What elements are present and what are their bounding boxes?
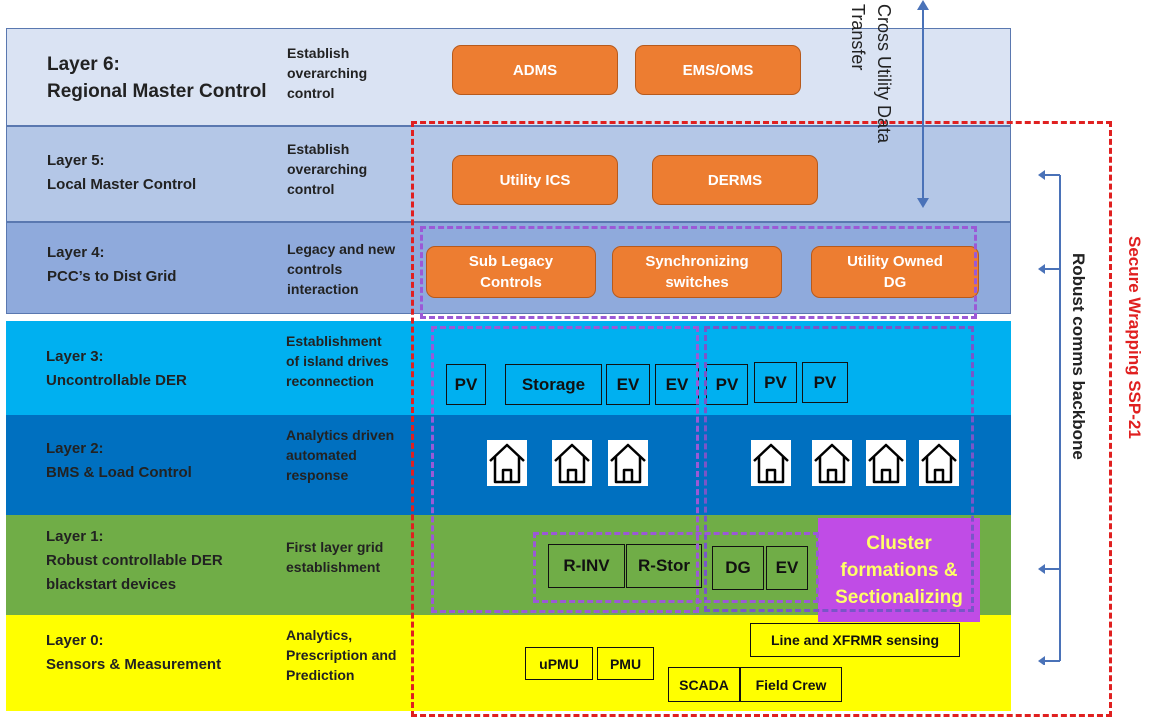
- house-icon: [866, 440, 906, 486]
- scada-box: SCADA: [668, 667, 740, 702]
- layer-6-name: Layer 6: Regional Master Control: [47, 54, 267, 102]
- layer-4-name: Layer 4: PCC’s to Dist Grid: [47, 244, 177, 285]
- layer-5-band: Layer 5: Local Master Control Establish …: [6, 126, 1011, 222]
- island-group-outline: [431, 326, 699, 613]
- pv-box: PV: [802, 362, 848, 403]
- blackstart-group-outline: [533, 532, 819, 603]
- derms-box: DERMS: [652, 155, 818, 205]
- house-icon: [812, 440, 852, 486]
- house-icon: [919, 440, 959, 486]
- secure-wrapping-label: Secure Wrapping SSP-21: [1125, 236, 1144, 439]
- layer-6-desc: Establish overarching control: [287, 45, 368, 101]
- layer-2-desc: Analytics driven automated response: [286, 427, 395, 483]
- cross-utility-arrow: [917, 0, 929, 208]
- layer-1-name: Layer 1: Robust controllable DER blackst…: [46, 528, 223, 593]
- house-icon: [487, 440, 527, 486]
- layer-5-desc: Establish overarching control: [287, 141, 368, 197]
- adms-box: ADMS: [452, 45, 618, 95]
- layer-3-desc: Establishment of island drives reconnect…: [286, 333, 389, 389]
- layer-0-desc: Analytics, Prescription and Prediction: [286, 627, 397, 683]
- secure-wrapping-outline: [411, 121, 1112, 717]
- layer-3-band: Layer 3: Uncontrollable DER Establishmen…: [6, 321, 1011, 415]
- field-crew-box: Field Crew: [740, 667, 842, 702]
- house-icon: [608, 440, 648, 486]
- layer-3-name: Layer 3: Uncontrollable DER: [46, 348, 187, 389]
- layer-4-desc: Legacy and new controls interaction: [287, 241, 396, 297]
- house-icon: [751, 440, 791, 486]
- line-xfrmr-sensing-box: Line and XFRMR sensing: [750, 623, 960, 657]
- storage-box: Storage: [505, 364, 602, 405]
- layer-2-name: Layer 2: BMS & Load Control: [46, 440, 192, 481]
- upmu-box: uPMU: [525, 647, 593, 680]
- layer-6-band: Layer 6: Regional Master Control Establi…: [6, 28, 1011, 126]
- pmu-box: PMU: [597, 647, 654, 680]
- ev-box: EV: [766, 546, 808, 590]
- sub-legacy-controls-box: Sub Legacy Controls: [426, 246, 596, 298]
- der-group-outline: [420, 226, 977, 319]
- cluster-formations-label: Cluster formations & Sectionalizing: [835, 532, 963, 608]
- layer-5-name: Layer 5: Local Master Control: [47, 152, 197, 193]
- r-inv-box: R-INV: [548, 544, 625, 588]
- cross-utility-label: Cross Utility Data Transfer: [848, 4, 894, 144]
- synchronizing-switches-box: Synchronizing switches: [612, 246, 782, 298]
- ems-oms-box: EMS/OMS: [635, 45, 801, 95]
- utility-owned-dg-box: Utility Owned DG: [811, 246, 979, 298]
- house-icon: [552, 440, 592, 486]
- pv-box: PV: [754, 362, 797, 403]
- r-stor-box: R-Stor: [626, 544, 702, 588]
- layer-1-desc: First layer grid establishment: [286, 539, 384, 575]
- robust-comms-label: Robust comms backbone: [1069, 253, 1088, 460]
- cluster-formations-box: Cluster formations & Sectionalizing: [818, 518, 980, 622]
- comms-backbone-bracket: [1038, 170, 1061, 665]
- pv-box: PV: [446, 364, 486, 405]
- layer-0-band: Layer 0: Sensors & Measurement Analytics…: [6, 615, 1011, 711]
- ev-box: EV: [606, 364, 650, 405]
- layer-0-name: Layer 0: Sensors & Measurement: [46, 632, 222, 673]
- dg-box: DG: [712, 546, 764, 590]
- utility-ics-box: Utility ICS: [452, 155, 618, 205]
- der-right-group-outline: [704, 326, 974, 612]
